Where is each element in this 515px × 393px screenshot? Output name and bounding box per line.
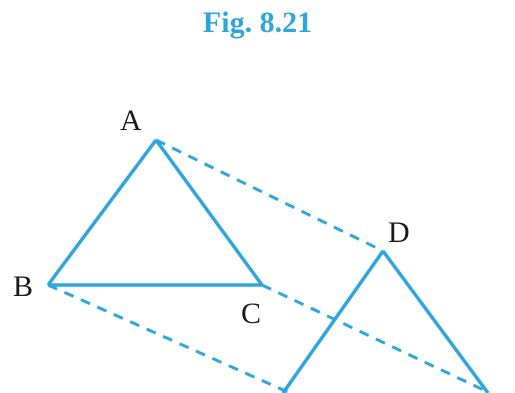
side-a-c (154, 138, 264, 287)
side-d-right (381, 249, 490, 393)
vertex-label-d: D (388, 216, 410, 249)
vertex-label-a: A (120, 104, 142, 137)
dashed-line-a-d (155, 138, 384, 253)
figure-caption: Fig. 8.21 (202, 6, 313, 39)
dashed-line-b-lower (47, 283, 291, 393)
side-a-b (46, 138, 158, 287)
vertex-label-b: B (13, 270, 33, 303)
vertex-label-c: C (241, 297, 261, 330)
side-d-left (281, 249, 385, 393)
dashed-line-c-right (261, 283, 491, 393)
